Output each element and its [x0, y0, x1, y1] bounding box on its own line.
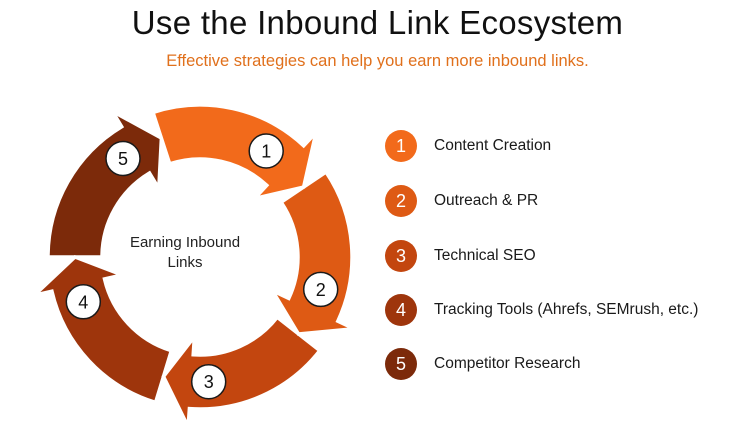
page-subtitle: Effective strategies can help you earn m…: [166, 52, 589, 70]
cycle-badge-number-4: 4: [78, 292, 88, 312]
legend-item-tracking-tools: 4 Tracking Tools (Ahrefs, SEMrush, etc.): [385, 294, 745, 326]
legend-label-technical-seo: Technical SEO: [434, 247, 536, 264]
cycle-badge-1: [248, 133, 284, 169]
legend-badge-4: 4: [385, 294, 417, 326]
cycle-badge-number-1: 1: [261, 142, 271, 162]
legend-badge-1: 1: [385, 130, 417, 162]
cycle-badge-number-2: 2: [316, 280, 326, 300]
legend-item-outreach-pr: 2 Outreach & PR: [385, 185, 745, 217]
legend-badge-2: 2: [385, 185, 417, 217]
cycle-arrow-4: [28, 254, 174, 405]
legend-badge-3: 3: [385, 240, 417, 272]
page-title: Use the Inbound Link Ecosystem: [131, 4, 624, 41]
cycle-badge-number-3: 3: [204, 372, 214, 392]
legend-label-competitor-research: Competitor Research: [434, 355, 581, 372]
cycle-badge-5: [105, 140, 141, 177]
cycle-badge-number-5: 5: [118, 149, 128, 169]
legend-label-outreach-pr: Outreach & PR: [434, 192, 539, 209]
legend-item-competitor-research: 5 Competitor Research: [385, 348, 745, 380]
cycle-badge-4: [65, 284, 102, 320]
cycle-arrow-3: [161, 314, 323, 429]
legend-badge-5: 5: [385, 348, 417, 380]
cycle-badge-2: [302, 271, 339, 308]
legend-label-tracking-tools: Tracking Tools (Ahrefs, SEMrush, etc.): [434, 301, 699, 318]
legend-item-technical-seo: 3 Technical SEO: [385, 240, 745, 272]
legend-item-content-creation: 1 Content Creation: [385, 130, 745, 162]
cycle-center-label: Earning Inbound Links: [129, 234, 241, 271]
cycle-arrow-1: [150, 103, 320, 202]
cycle-badge-3: [190, 363, 227, 400]
cycle-arrow-2: [268, 169, 361, 336]
legend-label-content-creation: Content Creation: [434, 137, 552, 154]
